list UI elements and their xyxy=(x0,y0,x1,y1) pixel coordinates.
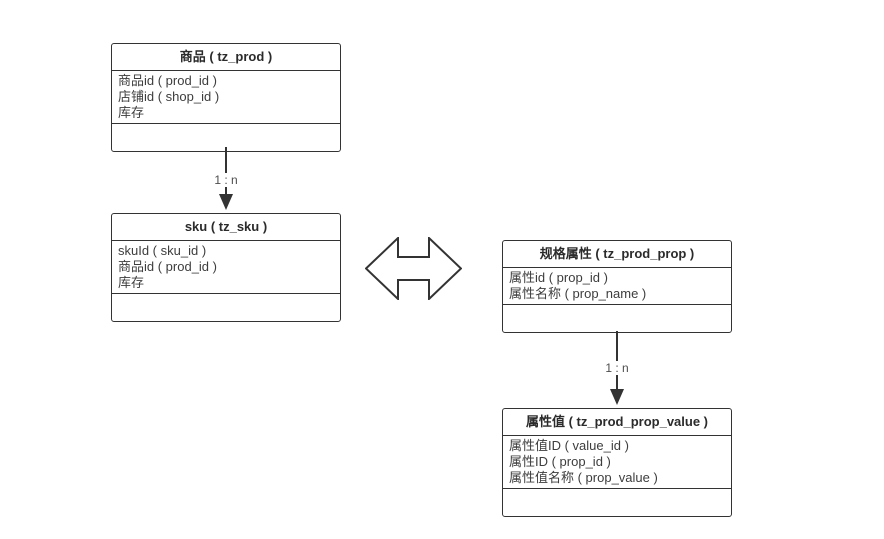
entity-empty-section xyxy=(112,294,340,321)
entity-fields-prod-prop: 属性id ( prop_id ) 属性名称 ( prop_name ) xyxy=(503,268,731,305)
entity-title-prod-prop: 规格属性 ( tz_prod_prop ) xyxy=(503,241,731,268)
arrowhead-down-icon xyxy=(219,194,233,210)
entity-table-prod: 商品 ( tz_prod ) 商品id ( prod_id ) 店铺id ( s… xyxy=(111,43,341,152)
relation-line-prod-sku xyxy=(225,147,227,194)
entity-fields-sku: skuId ( sku_id ) 商品id ( prod_id ) 库存 xyxy=(112,241,340,294)
entity-fields-prod-prop-value: 属性值ID ( value_id ) 属性ID ( prop_id ) 属性值名… xyxy=(503,436,731,489)
field-row: 属性名称 ( prop_name ) xyxy=(509,286,647,301)
relation-label-prop-value: 1 : n xyxy=(602,361,632,375)
field-row: skuId ( sku_id ) xyxy=(118,243,207,258)
entity-table-prod-prop-value: 属性值 ( tz_prod_prop_value ) 属性值ID ( value… xyxy=(502,408,732,517)
field-row: 店铺id ( shop_id ) xyxy=(118,89,220,104)
field-row: 商品id ( prod_id ) xyxy=(118,73,217,88)
entity-fields-prod: 商品id ( prod_id ) 店铺id ( shop_id ) 库存 xyxy=(112,71,340,124)
entity-title-prod: 商品 ( tz_prod ) xyxy=(112,44,340,71)
field-row: 属性ID ( prop_id ) xyxy=(509,454,611,469)
bidirectional-arrow-icon xyxy=(365,237,462,300)
field-row: 库存 xyxy=(118,105,145,120)
field-row: 属性id ( prop_id ) xyxy=(509,270,608,285)
entity-title-sku: sku ( tz_sku ) xyxy=(112,214,340,241)
entity-title-prod-prop-value: 属性值 ( tz_prod_prop_value ) xyxy=(503,409,731,436)
arrowhead-down-icon xyxy=(610,389,624,405)
entity-table-prod-prop: 规格属性 ( tz_prod_prop ) 属性id ( prop_id ) 属… xyxy=(502,240,732,333)
relation-line-prop-value xyxy=(616,331,618,389)
entity-empty-section xyxy=(503,305,731,332)
entity-empty-section xyxy=(503,489,731,516)
relation-label-prod-sku: 1 : n xyxy=(211,173,241,187)
field-row: 属性值名称 ( prop_value ) xyxy=(509,470,658,485)
field-row: 商品id ( prod_id ) xyxy=(118,259,217,274)
entity-table-sku: sku ( tz_sku ) skuId ( sku_id ) 商品id ( p… xyxy=(111,213,341,322)
field-row: 属性值ID ( value_id ) xyxy=(509,438,629,453)
field-row: 库存 xyxy=(118,275,145,290)
